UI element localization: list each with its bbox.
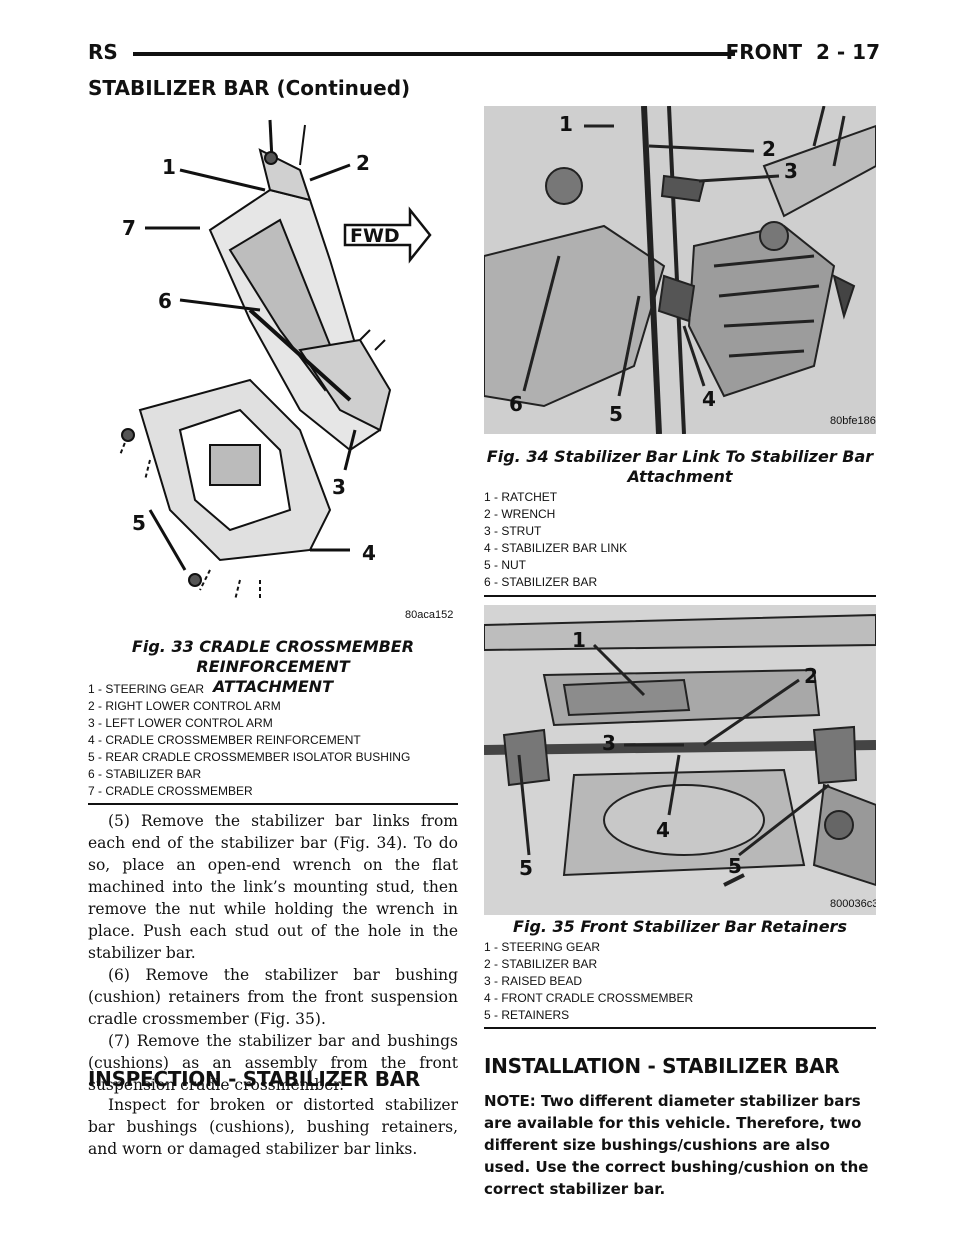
- fig33-callout-6: 6: [158, 289, 172, 313]
- fig34-photo: 1 2 3 4 5 6 80bfe186: [484, 106, 876, 434]
- section-name: FRONT: [725, 40, 803, 64]
- fig33-caption-line2: ATTACHMENT: [213, 677, 333, 696]
- legend-item: 2 - RIGHT LOWER CONTROL ARM: [88, 699, 281, 713]
- legend-item: 4 - FRONT CRADLE CROSSMEMBER: [484, 991, 694, 1005]
- removal-steps: (5) Remove the stabilizer bar links from…: [88, 810, 458, 1096]
- legend-item: 1 - STEERING GEAR: [484, 940, 601, 954]
- fig35-code: 800036c3: [830, 898, 876, 910]
- fig35-callout-5a: 5: [519, 856, 533, 880]
- fig34-callout-1: 1: [559, 112, 573, 136]
- fig34-code: 80bfe186: [830, 415, 876, 427]
- fig35-caption-line: Fig. 35 Front Stabilizer Bar Retainers: [513, 917, 847, 936]
- step-7: (7) Remove the stabilizer bar and bushin…: [88, 1032, 458, 1094]
- installation-note: NOTE: Two different diameter stabilizer …: [484, 1092, 869, 1198]
- legend-item: 3 - STRUT: [484, 524, 542, 538]
- fig35-callout-4: 4: [656, 818, 670, 842]
- fig33-callout-4: 4: [362, 541, 376, 565]
- fig34-callout-4: 4: [702, 387, 716, 411]
- legend-item: 5 - RETAINERS: [484, 1008, 570, 1022]
- fig33-callout-5: 5: [132, 511, 146, 535]
- inspection-heading: INSPECTION - STABILIZER BAR: [88, 1067, 421, 1091]
- fig34-caption-line2: Attachment: [627, 467, 733, 486]
- fig33-callout-7: 7: [122, 216, 136, 240]
- fig35-callout-1: 1: [572, 628, 586, 652]
- step-5: (5) Remove the stabilizer bar links from…: [88, 812, 458, 962]
- fig34-callout-3: 3: [784, 159, 798, 183]
- fig33-illustration: FWD 1 2 7 6 3 5 4 80aca152: [100, 110, 460, 630]
- fig35-caption: Fig. 35 Front Stabilizer Bar Retainers: [484, 917, 876, 937]
- fig35-callout-3: 3: [602, 731, 616, 755]
- inspection-paragraph: Inspect for broken or distorted stabiliz…: [88, 1096, 458, 1158]
- fig33-callout-1: 1: [162, 155, 176, 179]
- fig33-callout-3: 3: [332, 475, 346, 499]
- legend-item: 4 - STABILIZER BAR LINK: [484, 541, 628, 555]
- legend-item: 7 - CRADLE CROSSMEMBER: [88, 784, 253, 798]
- page-number: 2 - 17: [816, 40, 880, 64]
- fig33-callout-2: 2: [356, 151, 370, 175]
- fwd-label: FWD: [350, 225, 400, 247]
- legend-item: 6 - STABILIZER BAR: [88, 767, 202, 781]
- inspection-text: Inspect for broken or distorted stabiliz…: [88, 1094, 458, 1160]
- legend-item: 3 - LEFT LOWER CONTROL ARM: [88, 716, 273, 730]
- installation-heading: INSTALLATION - STABILIZER BAR: [484, 1054, 840, 1078]
- fig33-code: 80aca152: [405, 609, 453, 621]
- fig34-caption-line1: Fig. 34 Stabilizer Bar Link To Stabilize…: [486, 447, 874, 466]
- header-rule: [133, 52, 735, 56]
- stabilizer-retainers-photo: 1 2 3 4 5 5 800036c3: [484, 605, 876, 915]
- fig35-photo: 1 2 3 4 5 5 800036c3: [484, 605, 876, 915]
- legend-item: 5 - NUT: [484, 558, 526, 572]
- page-header: RS FRONT 2 - 17: [88, 40, 880, 80]
- legend-item: 1 - STEERING GEAR: [88, 682, 205, 696]
- legend-item: 2 - WRENCH: [484, 507, 556, 521]
- legend-item: 5 - REAR CRADLE CROSSMEMBER ISOLATOR BUS…: [88, 750, 411, 764]
- cradle-crossmember-drawing: FWD 1 2 7 6 3 5 4 80aca152: [119, 119, 453, 621]
- legend-item: 4 - CRADLE CROSSMEMBER REINFORCEMENT: [88, 733, 361, 747]
- fig35-legend: 1 - STEERING GEAR 2 - STABILIZER BAR 3 -…: [484, 939, 876, 1024]
- fig33-legend: 1 - STEERING GEAR 2 - RIGHT LOWER CONTRO…: [88, 681, 458, 800]
- legend-item: 6 - STABILIZER BAR: [484, 575, 598, 589]
- fig34-rule: [484, 595, 876, 597]
- fig35-rule: [484, 1027, 876, 1029]
- fig33-rule: [88, 803, 458, 805]
- header-right: FRONT 2 - 17: [726, 40, 880, 64]
- step-6: (6) Remove the stabilizer bar bushing (c…: [88, 966, 458, 1028]
- section-title: STABILIZER BAR (Continued): [88, 76, 411, 100]
- fig34-callout-6: 6: [509, 392, 523, 416]
- fig33-caption-line1: Fig. 33 CRADLE CROSSMEMBER REINFORCEMENT: [131, 637, 415, 676]
- stabilizer-link-photo: 1 2 3 4 5 6 80bfe186: [484, 106, 876, 434]
- fig33-caption: Fig. 33 CRADLE CROSSMEMBER REINFORCEMENT…: [88, 637, 458, 697]
- fig34-callout-2: 2: [762, 137, 776, 161]
- fig35-callout-5b: 5: [728, 854, 742, 878]
- legend-item: 1 - RATCHET: [484, 490, 558, 504]
- fig34-caption: Fig. 34 Stabilizer Bar Link To Stabilize…: [484, 447, 876, 487]
- manual-code: RS: [88, 40, 118, 64]
- fig35-callout-2: 2: [804, 664, 818, 688]
- fig34-callout-5: 5: [609, 402, 623, 426]
- legend-item: 2 - STABILIZER BAR: [484, 957, 598, 971]
- fig34-legend: 1 - RATCHET 2 - WRENCH 3 - STRUT 4 - STA…: [484, 489, 876, 591]
- legend-item: 3 - RAISED BEAD: [484, 974, 583, 988]
